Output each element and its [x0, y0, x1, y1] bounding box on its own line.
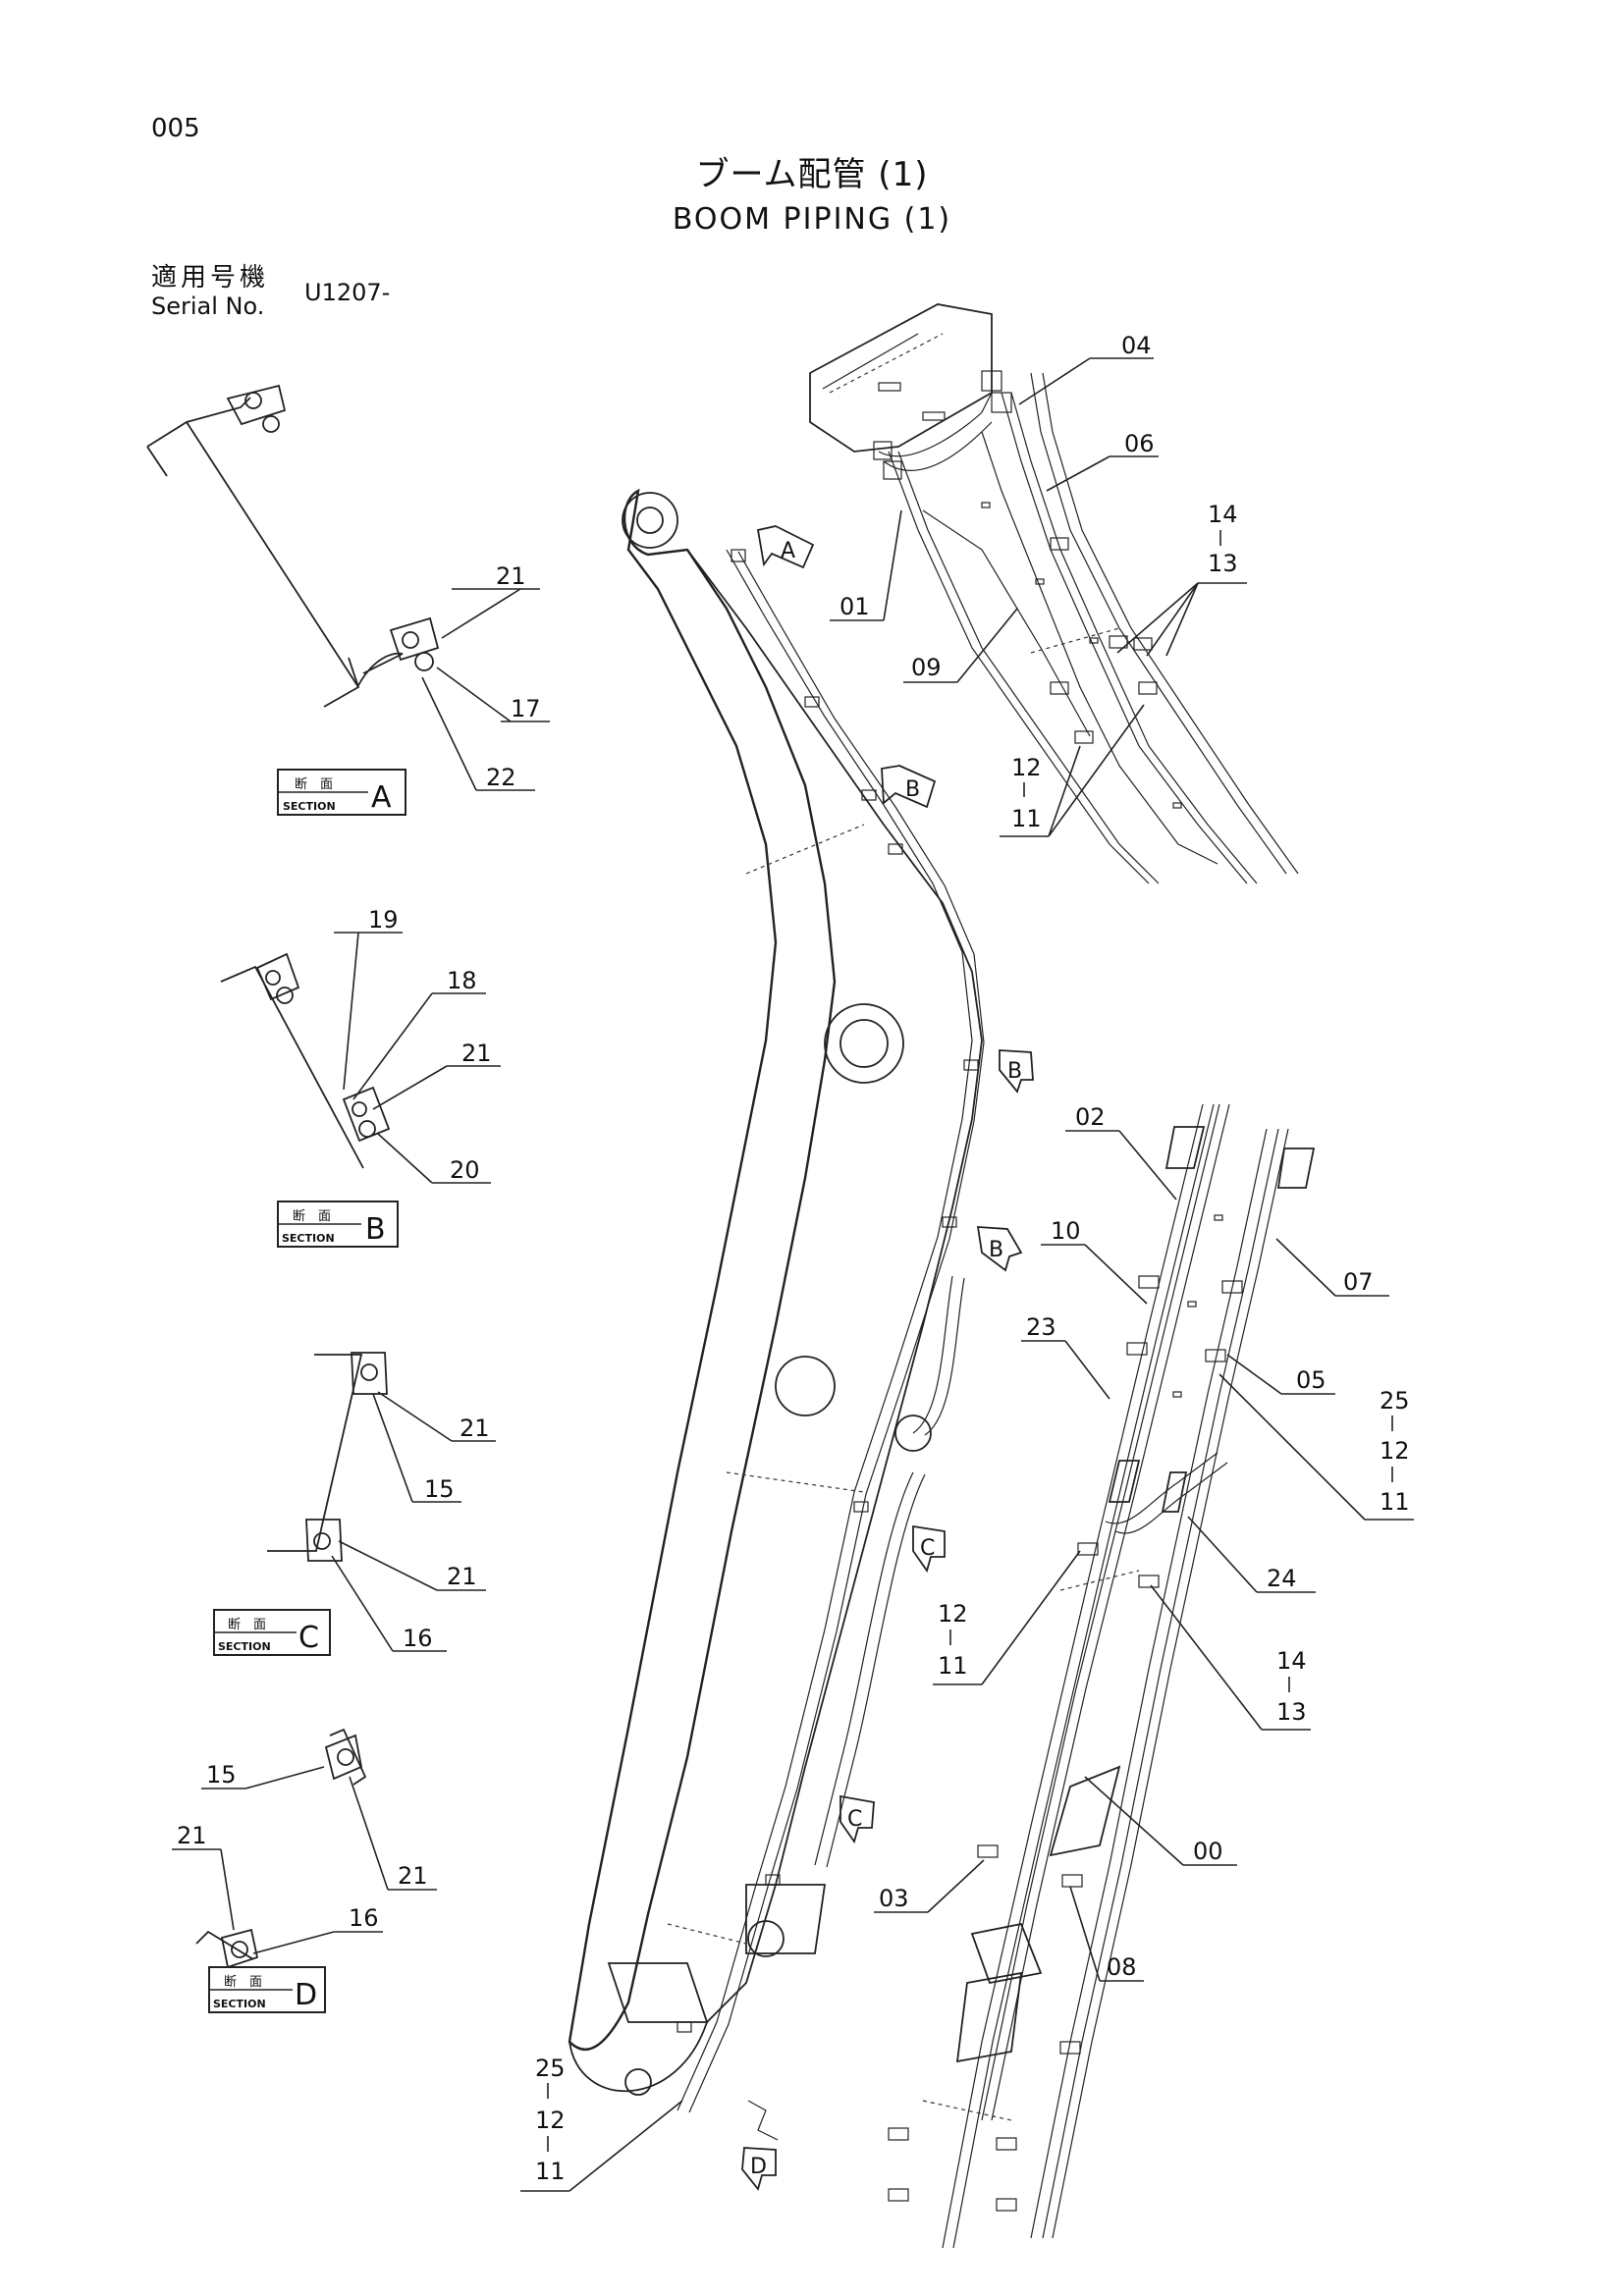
callout-25: 25	[1380, 1387, 1410, 1415]
callout-09: 09	[911, 654, 942, 681]
callout-20: 20	[450, 1156, 480, 1184]
callout-14: 14	[1208, 501, 1238, 528]
view-marker-b-3: B	[976, 1226, 1023, 1272]
callouts-bottom: 25 12 11	[520, 2055, 683, 2192]
boom-hydraulic-lines	[677, 549, 985, 2113]
callout-15: 15	[206, 1761, 237, 1789]
view-marker-c-2: C	[839, 1794, 875, 1844]
view-marker-d: D	[741, 2100, 779, 2191]
callout-17: 17	[511, 695, 541, 722]
callout-16: 16	[403, 1625, 433, 1652]
page-title-english: BOOM PIPING (1)	[672, 202, 952, 237]
callouts-detail-a: 21 17 22	[421, 562, 550, 791]
callout-08: 08	[1107, 1953, 1137, 1981]
svg-text:B: B	[1007, 1059, 1022, 1084]
callouts-detail-b: 19 18 21 20	[334, 906, 501, 1184]
callout-21: 21	[461, 1040, 492, 1067]
section-label-c: 断 面 SECTION C	[213, 1609, 331, 1656]
callouts-detail-c: 21 15 21 16	[331, 1391, 496, 1652]
callout-11: 11	[1380, 1488, 1410, 1516]
svg-text:C: C	[847, 1807, 862, 1832]
callout-03: 03	[879, 1885, 909, 1912]
section-label-en: SECTION	[282, 1232, 335, 1245]
callout-13: 13	[1276, 1698, 1307, 1726]
callout-14: 14	[1276, 1647, 1307, 1675]
svg-text:B: B	[905, 777, 920, 802]
callout-06: 06	[1124, 430, 1155, 457]
callout-25: 25	[535, 2055, 566, 2082]
svg-text:C: C	[920, 1536, 935, 1561]
callout-12: 12	[938, 1600, 968, 1628]
section-label-d: 断 面 SECTION D	[208, 1966, 326, 2013]
callout-07: 07	[1343, 1268, 1374, 1296]
callout-02: 02	[1075, 1103, 1106, 1131]
section-label-b: 断 面 SECTION B	[277, 1201, 399, 1248]
callout-13: 13	[1208, 550, 1238, 577]
view-marker-b-1: B	[881, 765, 937, 809]
callout-12: 12	[535, 2107, 566, 2134]
callouts-detail-d: 15 21 21 16	[172, 1761, 437, 1954]
page-title-japanese: ブーム配管 (1)	[695, 155, 929, 194]
callouts-top-right: 04 06 01 09 14 13 12 11	[830, 332, 1247, 837]
section-letter-b: B	[365, 1212, 386, 1247]
page-number: 005	[151, 114, 200, 143]
callout-01: 01	[839, 593, 870, 620]
top-right-detail	[809, 303, 1299, 884]
callout-21: 21	[460, 1415, 490, 1442]
callout-18: 18	[447, 967, 477, 994]
section-label-en: SECTION	[283, 800, 336, 813]
callout-15: 15	[424, 1475, 455, 1503]
serial-number-value: U1207-	[304, 279, 391, 306]
boom-body	[568, 488, 983, 2096]
section-label-en: SECTION	[213, 1998, 266, 2010]
callout-04: 04	[1121, 332, 1152, 359]
view-marker-b-2: B	[999, 1049, 1034, 1094]
callout-21: 21	[177, 1822, 207, 1849]
callouts-right: 02 10 07 23 05 25 12 11 24 12 11 14 13	[874, 1103, 1414, 1982]
section-label-jp: 断 面	[293, 1209, 331, 1224]
callout-05: 05	[1296, 1366, 1326, 1394]
view-marker-a: A	[756, 525, 815, 569]
callout-19: 19	[368, 906, 399, 934]
detail-section-a	[146, 384, 440, 708]
callout-24: 24	[1267, 1565, 1297, 1592]
serial-label-english: Serial No.	[151, 293, 265, 320]
detail-section-b	[220, 952, 391, 1169]
right-detail	[888, 1103, 1316, 2249]
svg-text:B: B	[989, 1238, 1003, 1262]
callout-21: 21	[398, 1862, 428, 1890]
serial-label-japanese: 適用号機	[151, 263, 270, 293]
section-label-jp: 断 面	[228, 1618, 266, 1632]
section-letter-d: D	[295, 1978, 317, 2012]
section-label-jp: 断 面	[224, 1975, 262, 1990]
detail-section-d	[195, 1728, 367, 1969]
detail-section-c	[267, 1352, 388, 1562]
callout-10: 10	[1051, 1217, 1081, 1245]
view-marker-c-1: C	[912, 1524, 946, 1574]
section-label-en: SECTION	[218, 1640, 271, 1653]
callout-23: 23	[1026, 1313, 1056, 1341]
callout-16: 16	[349, 1904, 379, 1932]
svg-text:A: A	[781, 539, 795, 563]
callout-11: 11	[535, 2158, 566, 2185]
section-label-jp: 断 面	[295, 777, 333, 792]
callout-21: 21	[496, 562, 526, 590]
callout-00: 00	[1193, 1838, 1223, 1865]
section-label-a: 断 面 SECTION A	[277, 769, 406, 816]
callout-11: 11	[938, 1652, 968, 1680]
callout-12: 12	[1011, 754, 1042, 781]
section-letter-c: C	[298, 1621, 319, 1655]
callout-21: 21	[447, 1563, 477, 1590]
callout-22: 22	[486, 764, 516, 791]
svg-text:D: D	[750, 2155, 767, 2179]
callout-12: 12	[1380, 1437, 1410, 1465]
callout-11: 11	[1011, 805, 1042, 832]
section-letter-a: A	[371, 780, 392, 815]
